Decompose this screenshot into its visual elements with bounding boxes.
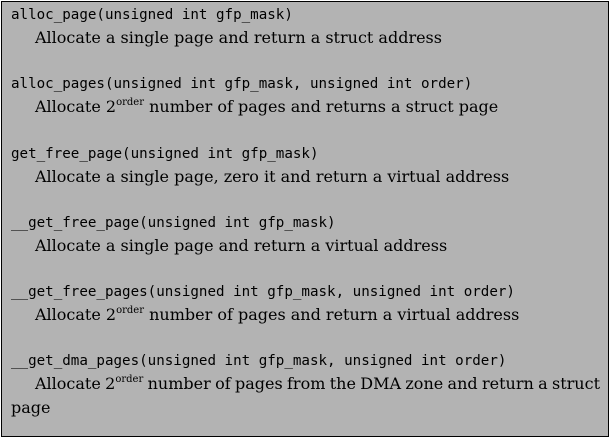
exponent-order: order bbox=[116, 97, 144, 108]
api-entry-alloc-page: alloc_page(unsigned int gfp_mask) Alloca… bbox=[11, 4, 600, 50]
api-entry-underscore-get-dma-pages: __get_dma_pages(unsigned int gfp_mask, u… bbox=[11, 350, 600, 420]
function-description: Allocate a single page, zero it and retu… bbox=[35, 167, 510, 186]
function-signature: __get_dma_pages(unsigned int gfp_mask, u… bbox=[11, 353, 507, 369]
function-description: Allocate 2order number of pages and retu… bbox=[35, 97, 499, 116]
function-signature: __get_free_pages(unsigned int gfp_mask, … bbox=[11, 284, 515, 300]
api-entry-underscore-get-free-pages: __get_free_pages(unsigned int gfp_mask, … bbox=[11, 281, 600, 327]
function-description: Allocate a single page and return a virt… bbox=[35, 236, 448, 255]
api-entry-get-free-page: get_free_page(unsigned int gfp_mask) All… bbox=[11, 143, 600, 189]
function-description: Allocate 2order number of pages from the… bbox=[11, 374, 600, 417]
exponent-order: order bbox=[116, 305, 144, 316]
api-entry-underscore-get-free-page: __get_free_page(unsigned int gfp_mask) A… bbox=[11, 212, 600, 258]
function-signature: alloc_page(unsigned int gfp_mask) bbox=[11, 7, 293, 23]
api-entry-alloc-pages: alloc_pages(unsigned int gfp_mask, unsig… bbox=[11, 73, 600, 119]
function-description: Allocate 2order number of pages and retu… bbox=[35, 305, 520, 324]
function-signature: __get_free_page(unsigned int gfp_mask) bbox=[11, 215, 336, 231]
function-signature: get_free_page(unsigned int gfp_mask) bbox=[11, 146, 319, 162]
function-description: Allocate a single page and return a stru… bbox=[35, 28, 442, 47]
function-signature: alloc_pages(unsigned int gfp_mask, unsig… bbox=[11, 76, 473, 92]
exponent-order: order bbox=[115, 374, 144, 385]
